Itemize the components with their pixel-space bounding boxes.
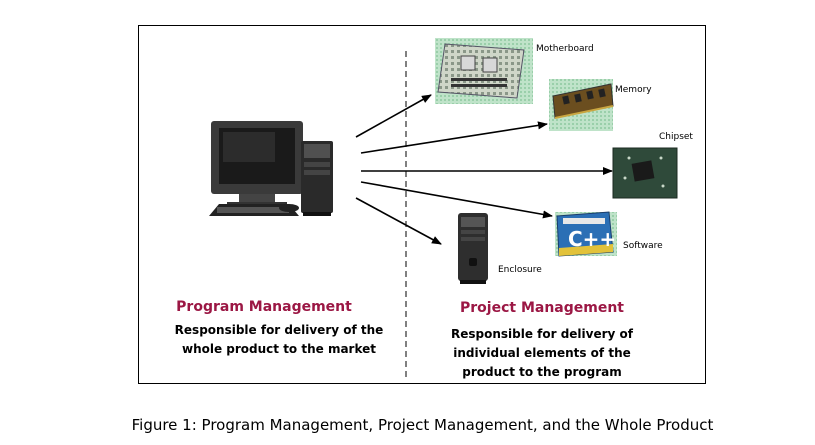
motherboard-icon	[435, 38, 533, 104]
figure-caption: Figure 1: Program Management, Project Ma…	[131, 416, 714, 434]
tower-case-icon	[458, 213, 488, 284]
label-memory: Memory	[615, 85, 652, 95]
arrow-to-software	[360, 181, 553, 219]
label-software: Software	[623, 241, 663, 251]
diagram-frame: C++ Motherboard Memory Chipset Software …	[138, 25, 706, 384]
program-management-description: Responsible for delivery of the whole pr…	[174, 323, 384, 356]
software-box-icon: C++	[555, 211, 617, 257]
arrow-to-memory	[360, 121, 548, 154]
label-enclosure: Enclosure	[498, 265, 542, 275]
project-management-description: Responsible for delivery of individual e…	[450, 327, 634, 379]
label-motherboard: Motherboard	[536, 44, 594, 54]
memory-module-icon	[549, 79, 614, 131]
arrow-to-motherboard	[355, 94, 432, 138]
desktop-computer-icon	[209, 121, 333, 216]
arrow-to-enclosure	[355, 197, 442, 245]
program-management-heading: Program Management	[176, 299, 352, 315]
diagram-canvas: C++	[209, 38, 678, 378]
chipset-icon	[612, 147, 678, 199]
label-chipset: Chipset	[659, 132, 693, 142]
project-management-heading: Project Management	[460, 300, 624, 316]
svg-text:C++: C++	[568, 227, 616, 251]
